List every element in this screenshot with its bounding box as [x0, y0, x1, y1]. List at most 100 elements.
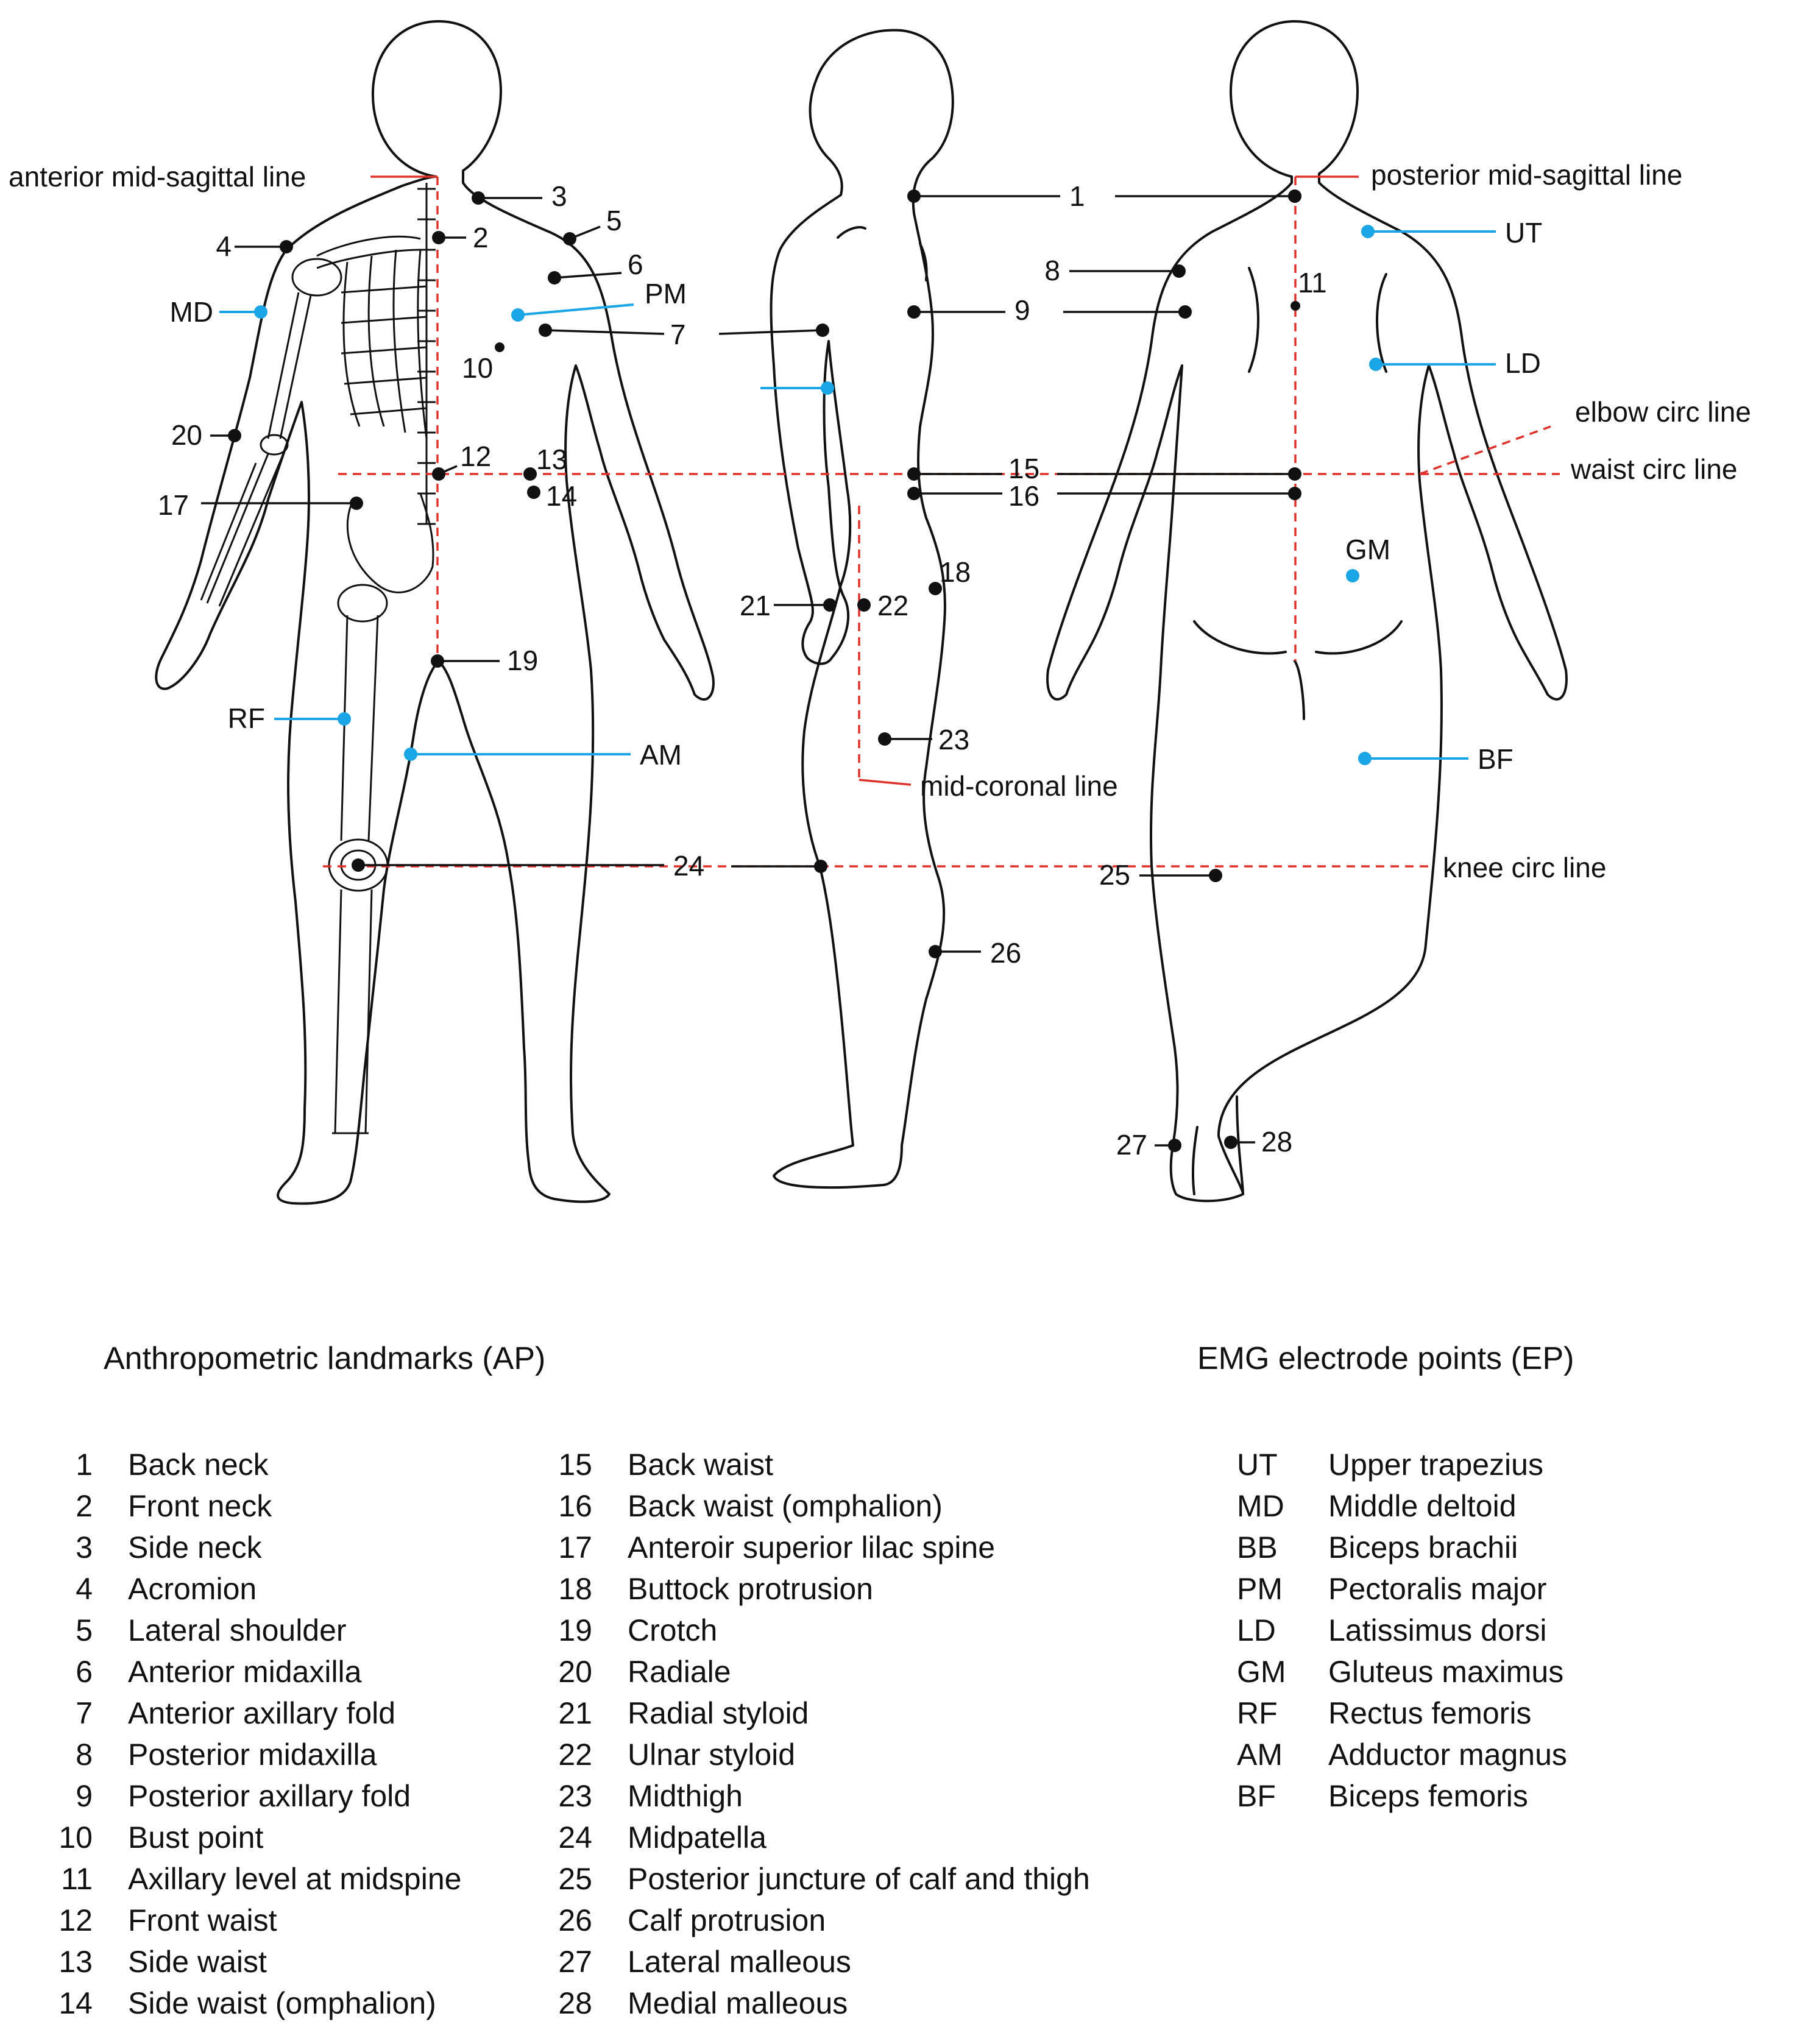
- ep-legend-title: EMG electrode points (EP): [1197, 1341, 1574, 1376]
- ap-legend-code: 25: [558, 1862, 592, 1896]
- landmark-dot-p21: [823, 598, 837, 612]
- landmark-label-p18: 18: [940, 556, 971, 588]
- ep-legend-name: Middle deltoid: [1328, 1489, 1517, 1523]
- ep-legend-code: AM: [1237, 1738, 1283, 1772]
- ap-legend-name: Midthigh: [628, 1779, 743, 1813]
- ap-legend-name: Side waist (omphalion): [128, 1986, 436, 2020]
- ap-legend-code: 17: [558, 1530, 592, 1565]
- ap-legend-name: Front neck: [128, 1489, 272, 1523]
- ep-legend-code: LD: [1237, 1613, 1276, 1647]
- landmark-dot-p1: [907, 189, 921, 203]
- landmark-dot-p8: [1172, 264, 1186, 278]
- side-view-figure: [770, 29, 954, 1189]
- ap-legend-name: Back waist (omphalion): [628, 1489, 943, 1523]
- ap-legend-code: 6: [76, 1655, 93, 1689]
- landmark-dot-p7: [816, 324, 829, 337]
- ap-legend-code: 20: [558, 1655, 592, 1689]
- ap-legend-code: 7: [76, 1696, 93, 1730]
- electrode-label-gm: GM: [1345, 534, 1390, 565]
- ap-legend-name: Calf protrusion: [628, 1903, 826, 1937]
- ap-legend-name: Anteroir superior lilac spine: [628, 1530, 996, 1565]
- anterior-mid-sagittal-label: anterior mid-sagittal line: [9, 161, 306, 193]
- landmark-label-p26: 26: [990, 937, 1021, 969]
- ap-legend-name: Radial styloid: [628, 1696, 809, 1730]
- ap-legend-title: Anthropometric landmarks (AP): [104, 1341, 546, 1376]
- ap-legend-item: 16 Back waist (omphalion): [536, 1485, 1090, 1527]
- landmark-dot-p20: [228, 429, 241, 442]
- ep-legend-code: GM: [1237, 1655, 1286, 1689]
- knee-circ-label: knee circ line: [1443, 852, 1606, 883]
- ap-legend-code: 16: [558, 1489, 592, 1523]
- elbow-circ-label: elbow circ line: [1575, 396, 1751, 428]
- ep-legend-code: UT: [1237, 1448, 1278, 1482]
- electrode-label-rf: RF: [228, 702, 265, 734]
- landmark-dot-p9: [1178, 305, 1192, 319]
- ap-legend-name: Buttock protrusion: [628, 1572, 873, 1606]
- landmark-label-p16: 16: [1008, 480, 1039, 512]
- landmark-label-p14: 14: [546, 480, 577, 512]
- landmark-label-p27: 27: [1116, 1129, 1147, 1161]
- landmark-dot-p7: [539, 324, 552, 337]
- landmark-label-p10: 10: [462, 352, 493, 384]
- landmark-label-p12: 12: [460, 440, 491, 472]
- ap-legend-code: 27: [558, 1945, 592, 1979]
- landmark-label-p5: 5: [606, 205, 622, 236]
- landmark-label-p25: 25: [1099, 859, 1130, 891]
- ap-legend-code: 10: [58, 1820, 93, 1855]
- ap-legend-code: 2: [76, 1489, 93, 1523]
- electrode-dot-ld: [1369, 358, 1383, 371]
- landmark-dot-p24: [352, 858, 365, 872]
- landmark-label-p3: 3: [551, 180, 567, 212]
- ap-legend-code: 5: [76, 1613, 93, 1647]
- landmark-dot-p6: [548, 271, 561, 285]
- landmark-dot-p10: [495, 342, 505, 352]
- ap-legend-name: Lateral shoulder: [128, 1613, 347, 1647]
- ap-legend-code: 24: [558, 1820, 592, 1855]
- landmark-label-p15: 15: [1008, 453, 1039, 484]
- landmark-dot-p11: [1290, 301, 1300, 311]
- ap-legend-name: Side waist: [128, 1945, 267, 1979]
- ap-legend-name: Back waist: [628, 1448, 773, 1482]
- electrode-label-bf: BF: [1478, 743, 1514, 775]
- ep-legend-code: RF: [1237, 1696, 1278, 1730]
- electrode-dot-rf: [338, 712, 351, 726]
- ep-legend-code: BB: [1237, 1530, 1278, 1565]
- ap-legend-name: Back neck: [128, 1448, 269, 1482]
- landmark-dot-p13: [523, 467, 537, 481]
- landmark-dot-p28: [1224, 1136, 1237, 1149]
- landmark-dot-p25: [1209, 869, 1222, 882]
- side-body-outline: [770, 29, 954, 1189]
- ap-legend-item: 23 Midthigh: [536, 1775, 1090, 1817]
- landmark-dot-p3: [472, 191, 485, 205]
- ap-legend-name: Front waist: [128, 1903, 277, 1937]
- ap-legend-code: 23: [558, 1779, 592, 1813]
- leader-line-p6: [554, 272, 622, 279]
- landmark-label-p28: 28: [1261, 1126, 1292, 1158]
- leader-line-p7: [718, 329, 823, 335]
- landmark-label-p24: 24: [673, 850, 704, 882]
- ap-legend-item: 17 Anteroir superior lilac spine: [536, 1527, 1090, 1568]
- electrode-label-md: MD: [169, 296, 213, 328]
- landmark-dot-p1: [1288, 189, 1301, 203]
- electrode-dot-pm: [511, 308, 525, 322]
- ap-legend-name: Medial malleous: [628, 1986, 848, 2020]
- ap-legend-name: Axillary level at midspine: [128, 1862, 462, 1896]
- ap-legend-name: Radiale: [628, 1655, 731, 1689]
- ep-legend-name: Rectus femoris: [1328, 1696, 1532, 1730]
- ap-legend-name: Anterior midaxilla: [128, 1655, 362, 1689]
- landmark-dot-p15: [1288, 467, 1301, 481]
- landmark-label-p8: 8: [1044, 255, 1060, 286]
